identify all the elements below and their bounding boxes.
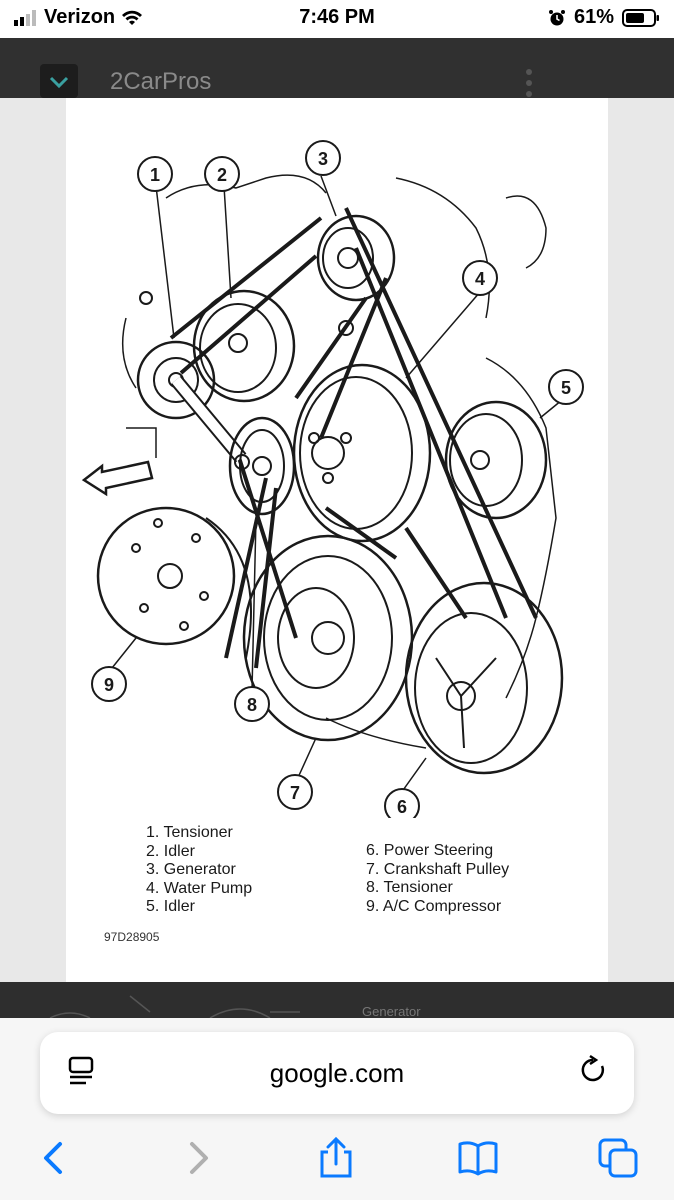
callout-5: 5 <box>548 369 584 405</box>
site-logo-icon[interactable] <box>40 64 78 98</box>
pulley-power-steering <box>404 581 564 775</box>
legend-item: 3. Generator <box>146 861 236 878</box>
callout-6: 6 <box>384 788 420 818</box>
browser-toolbar <box>0 1136 674 1186</box>
legend-item: 9. A/C Compressor <box>366 897 502 915</box>
legend-item: 5. Idler <box>146 898 195 915</box>
pulley-idler-5 <box>444 400 548 520</box>
tabs-icon[interactable] <box>596 1136 640 1180</box>
legend-item: 2. Idler <box>146 842 195 860</box>
figure-code: 97D28905 <box>104 930 160 944</box>
belt-routing-diagram: 1 2 3 4 5 6 7 8 9 <box>81 140 584 818</box>
address-bar[interactable]: google.com <box>40 1032 634 1114</box>
svg-text:7: 7 <box>290 783 300 803</box>
pulley-water-pump <box>292 363 432 543</box>
svg-text:4: 4 <box>475 269 485 289</box>
signal-icon <box>14 9 36 26</box>
callout-7: 7 <box>277 774 313 810</box>
svg-text:2: 2 <box>217 165 227 185</box>
legend-left: 1. Tensioner 2. Idler 3. Generator 4. Wa… <box>146 824 252 917</box>
bookmarks-icon[interactable] <box>456 1136 500 1180</box>
callout-2: 2 <box>204 156 240 192</box>
callout-4: 4 <box>462 260 498 296</box>
battery-percent: 61% <box>573 6 614 28</box>
site-title[interactable]: 2CarPros <box>110 68 212 95</box>
direction-arrow <box>81 460 154 497</box>
url-text[interactable]: google.com <box>269 1058 405 1088</box>
kebab-menu-icon[interactable] <box>524 68 534 98</box>
callout-8: 8 <box>234 686 270 722</box>
pulley-tensioner-8 <box>228 416 296 516</box>
share-icon[interactable] <box>314 1136 358 1180</box>
legend-item: 6. Power Steering <box>366 842 494 859</box>
partial-diagram <box>49 995 300 1018</box>
carrier-name: Verizon <box>44 6 116 28</box>
partial-label: Generator <box>362 1004 421 1019</box>
clock: 7:46 PM <box>299 6 375 28</box>
status-bar: Verizon 7:46 PM 61% <box>0 0 674 38</box>
pulley-crankshaft <box>242 534 414 742</box>
pulley-generator <box>316 214 396 302</box>
wifi-icon <box>122 10 143 25</box>
svg-text:1: 1 <box>150 165 160 185</box>
legend-item: 4. Water Pump <box>146 879 253 897</box>
svg-text:6: 6 <box>397 797 407 817</box>
browser-chrome: google.com <box>0 1018 674 1200</box>
next-section-preview: Generator <box>0 982 674 1019</box>
legend-item: 7. Crankshaft Pulley <box>366 860 510 878</box>
callout-3: 3 <box>305 140 341 176</box>
drive-belt <box>169 207 538 669</box>
legend-item: 1. Tensioner <box>146 824 233 841</box>
carrier-info: Verizon <box>14 6 143 29</box>
pulley-tensioner-1 <box>136 340 250 470</box>
callout-1: 1 <box>137 156 173 192</box>
svg-text:8: 8 <box>247 695 257 715</box>
svg-text:5: 5 <box>561 378 571 398</box>
pulley-idler-2 <box>192 289 296 403</box>
site-header: 2CarPros <box>0 38 674 98</box>
callout-9: 9 <box>91 666 127 702</box>
reload-icon[interactable] <box>578 1054 608 1086</box>
legend-right: 6. Power Steering 7. Crankshaft Pulley 8… <box>366 842 509 916</box>
forward-icon[interactable] <box>176 1136 220 1180</box>
alarm-icon <box>548 9 565 25</box>
reader-icon[interactable] <box>68 1056 94 1086</box>
legend-item: 8. Tensioner <box>366 879 453 896</box>
back-icon[interactable] <box>32 1136 76 1180</box>
svg-text:9: 9 <box>104 675 114 695</box>
battery-icon <box>622 8 659 27</box>
belt-diagram-card[interactable]: 1 2 3 4 5 6 7 8 9 1. Tensioner 2. Idler … <box>66 98 608 982</box>
pulley-ac-compressor <box>96 506 252 659</box>
svg-text:3: 3 <box>318 149 328 169</box>
